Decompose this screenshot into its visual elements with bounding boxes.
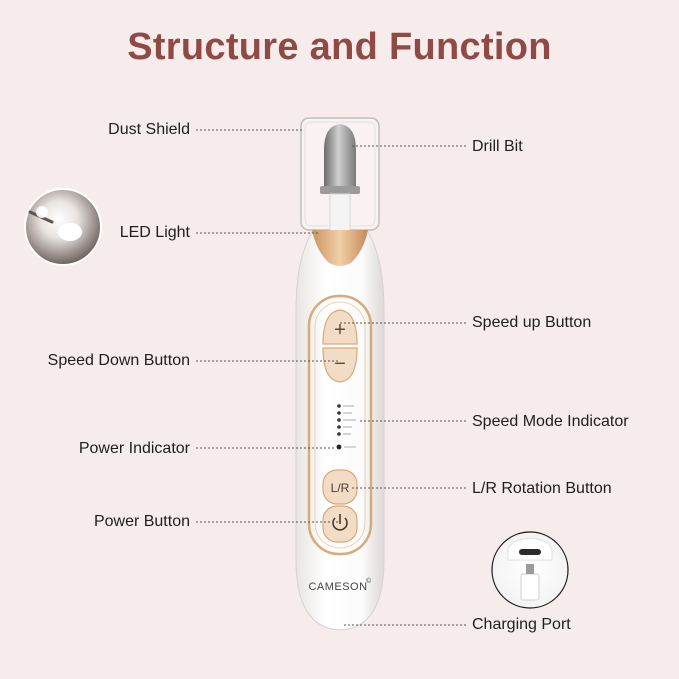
power-indicator xyxy=(336,444,356,450)
label-speed-down-button: Speed Down Button xyxy=(47,352,190,369)
led-light-inset xyxy=(24,188,102,266)
leader-lines xyxy=(196,129,466,626)
plus-icon: + xyxy=(334,319,346,341)
label-dust-shield: Dust Shield xyxy=(108,121,190,138)
brand-name: CAMESON xyxy=(308,581,367,593)
label-drill-bit: Drill Bit xyxy=(472,138,523,155)
label-speed-up-button: Speed up Button xyxy=(472,314,592,331)
label-power-button: Power Button xyxy=(93,513,190,530)
label-lr-rotation-button: L/R Rotation Button xyxy=(472,480,612,497)
lr-label: L/R xyxy=(331,481,350,495)
label-charging-port: Charging Port xyxy=(472,616,571,633)
charging-port-inset xyxy=(491,531,569,609)
minus-icon: − xyxy=(334,353,346,375)
speed-mode-indicator xyxy=(337,404,356,436)
label-led-light: LED Light xyxy=(119,224,190,241)
label-speed-mode-indicator: Speed Mode Indicator xyxy=(472,413,629,430)
lr-rotation-button[interactable]: L/R xyxy=(322,469,358,505)
label-power-indicator: Power Indicator xyxy=(78,440,190,457)
speed-up-button[interactable]: + xyxy=(322,309,358,345)
power-button[interactable] xyxy=(322,505,358,543)
device-body xyxy=(295,230,385,631)
page-title: Structure and Function xyxy=(127,26,552,68)
brand-mark: © xyxy=(366,577,372,585)
speed-down-button[interactable]: − xyxy=(322,347,358,383)
